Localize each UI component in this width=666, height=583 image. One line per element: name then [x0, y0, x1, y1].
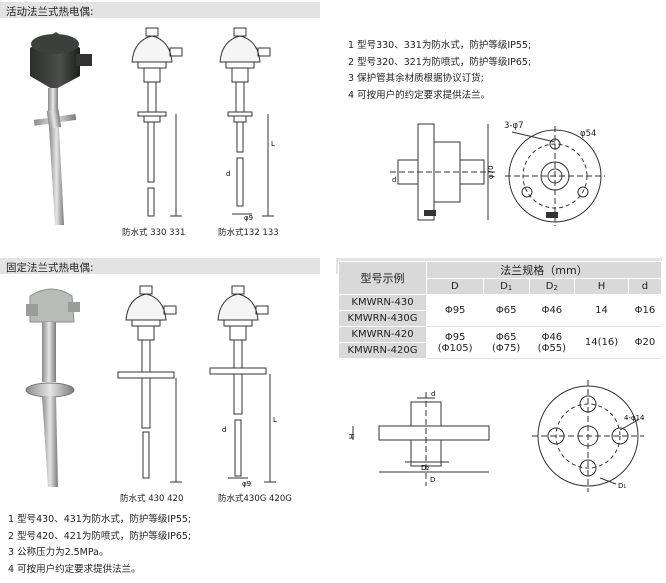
flange-front-view-top — [505, 126, 605, 226]
cell-D1: Φ65 — [483, 294, 530, 327]
drawing-movable-330 — [131, 27, 183, 217]
caption-movable-left: 防水式 330 331 — [122, 228, 186, 238]
cell-D: Φ95 (Φ105) — [426, 326, 484, 359]
dim-l-label: L — [271, 140, 275, 148]
drawing-fixed-430G: d φ9 L — [209, 285, 277, 488]
col-H: H — [574, 278, 629, 295]
model-cell: KMWRN-420G — [338, 342, 427, 359]
note-line: 2 型号320、321为防喷式，防护等级IP65; — [348, 56, 532, 68]
model-header: 型号示例 — [338, 261, 427, 295]
cell-d: Φ20 — [628, 326, 662, 359]
note-line: 4 可按用户的约定要求提供法兰。 — [348, 89, 491, 101]
cell-D2: Φ46 (Φ55) — [529, 326, 575, 359]
cell-D: Φ95 — [426, 294, 484, 327]
flange-front-view-bottom: 4-φ14 D₁ — [532, 380, 645, 492]
flange-side-view-bottom: H d D₂ D — [348, 390, 490, 486]
cell-H: 14(16) — [574, 326, 629, 359]
dim-H-bottom: H — [348, 434, 356, 439]
sensor-photo-fixed — [25, 288, 80, 487]
cell-d: Φ16 — [628, 294, 662, 327]
note-line: 3 公称压力为2.5MPa。 — [8, 547, 109, 558]
table-row: KMWRN-430G — [338, 310, 662, 327]
model-cell: KMWRN-430 — [338, 294, 427, 311]
flange-spec-table: 型号示例 法兰规格（mm） D D1 D2 H d KMWRN-430 Φ95 … — [338, 261, 663, 359]
flange-side-view-top: d φ70 — [390, 123, 498, 221]
note-line: 4 可按用户约定要求提供法兰。 — [8, 563, 141, 575]
dim-D1-front: D₁ — [618, 482, 626, 490]
dim-bore-bottom: φ9 — [242, 480, 251, 488]
caption-fixed-left: 防水式 430 420 — [120, 494, 184, 504]
table-row: KMWRN-430 Φ95 Φ65 Φ46 14 Φ16 — [338, 294, 662, 327]
model-cell: KMWRN-430G — [338, 310, 427, 327]
cell-D1: Φ65 (Φ75) — [483, 326, 530, 359]
table-row: KMWRN-420 Φ95 (Φ105) Φ65 (Φ75) Φ46 (Φ55)… — [338, 326, 662, 359]
section-title: 固定法兰式热电偶: — [6, 262, 94, 274]
section-header-movable-flange: 活动法兰式热电偶: — [0, 2, 320, 18]
caption-fixed-right: 防水式430G 420G — [218, 494, 292, 504]
dim-d-bottom: d — [222, 426, 226, 434]
section-header-fixed-flange: 固定法兰式热电偶: — [0, 258, 320, 274]
dim-outer-top: φ70 — [487, 165, 495, 179]
table-title: 法兰规格（mm） — [426, 261, 662, 279]
note-line: 3 保护管其余材质根据协议订货; — [348, 73, 484, 84]
table-row: KMWRN-420G — [338, 342, 662, 359]
dim-D-side: D — [430, 476, 435, 484]
cell-H: 14 — [574, 294, 629, 327]
col-D: D — [426, 278, 484, 295]
notes-bottom: 1 型号430、431为防水式，防护等级IP55; 2 型号420、421为防喷… — [8, 512, 191, 578]
notes-top: 1 型号330、331为防水式，防护等级IP55; 2 型号320、321为防喷… — [348, 38, 531, 104]
dim-D2-side: D₂ — [421, 464, 429, 472]
dim-pcd-top: φ54 — [580, 129, 597, 139]
col-d: d — [627, 278, 663, 295]
drawing-fixed-430 — [117, 285, 182, 483]
note-line: 1 型号330、331为防水式，防护等级IP55; — [348, 40, 532, 51]
dim-d-label: d — [226, 170, 230, 178]
section-title: 活动法兰式热电偶: — [6, 6, 94, 18]
note-line: 2 型号420、421为防喷式，防护等级IP65; — [8, 530, 192, 542]
note-line: 1 型号430、431为防水式，防护等级IP55; — [8, 514, 192, 525]
dim-bore-label: φ9 — [244, 214, 253, 222]
caption-movable-right: 防水式132 133 — [218, 228, 279, 238]
dim-d-side: d — [431, 390, 435, 398]
dim-holes-top: 3-φ7 — [504, 121, 524, 131]
sensor-photo-movable — [30, 32, 92, 225]
col-D1: D1 — [482, 278, 530, 295]
dim-L-bottom: L — [273, 416, 277, 424]
dim-d-top: d — [392, 176, 396, 184]
dim-holes-bottom: 4-φ14 — [624, 414, 645, 422]
cell-D2: Φ46 — [529, 294, 575, 327]
model-cell: KMWRN-420 — [338, 326, 427, 343]
col-D2: D2 — [528, 278, 576, 295]
drawing-movable-132: d φ9 L — [219, 27, 275, 222]
